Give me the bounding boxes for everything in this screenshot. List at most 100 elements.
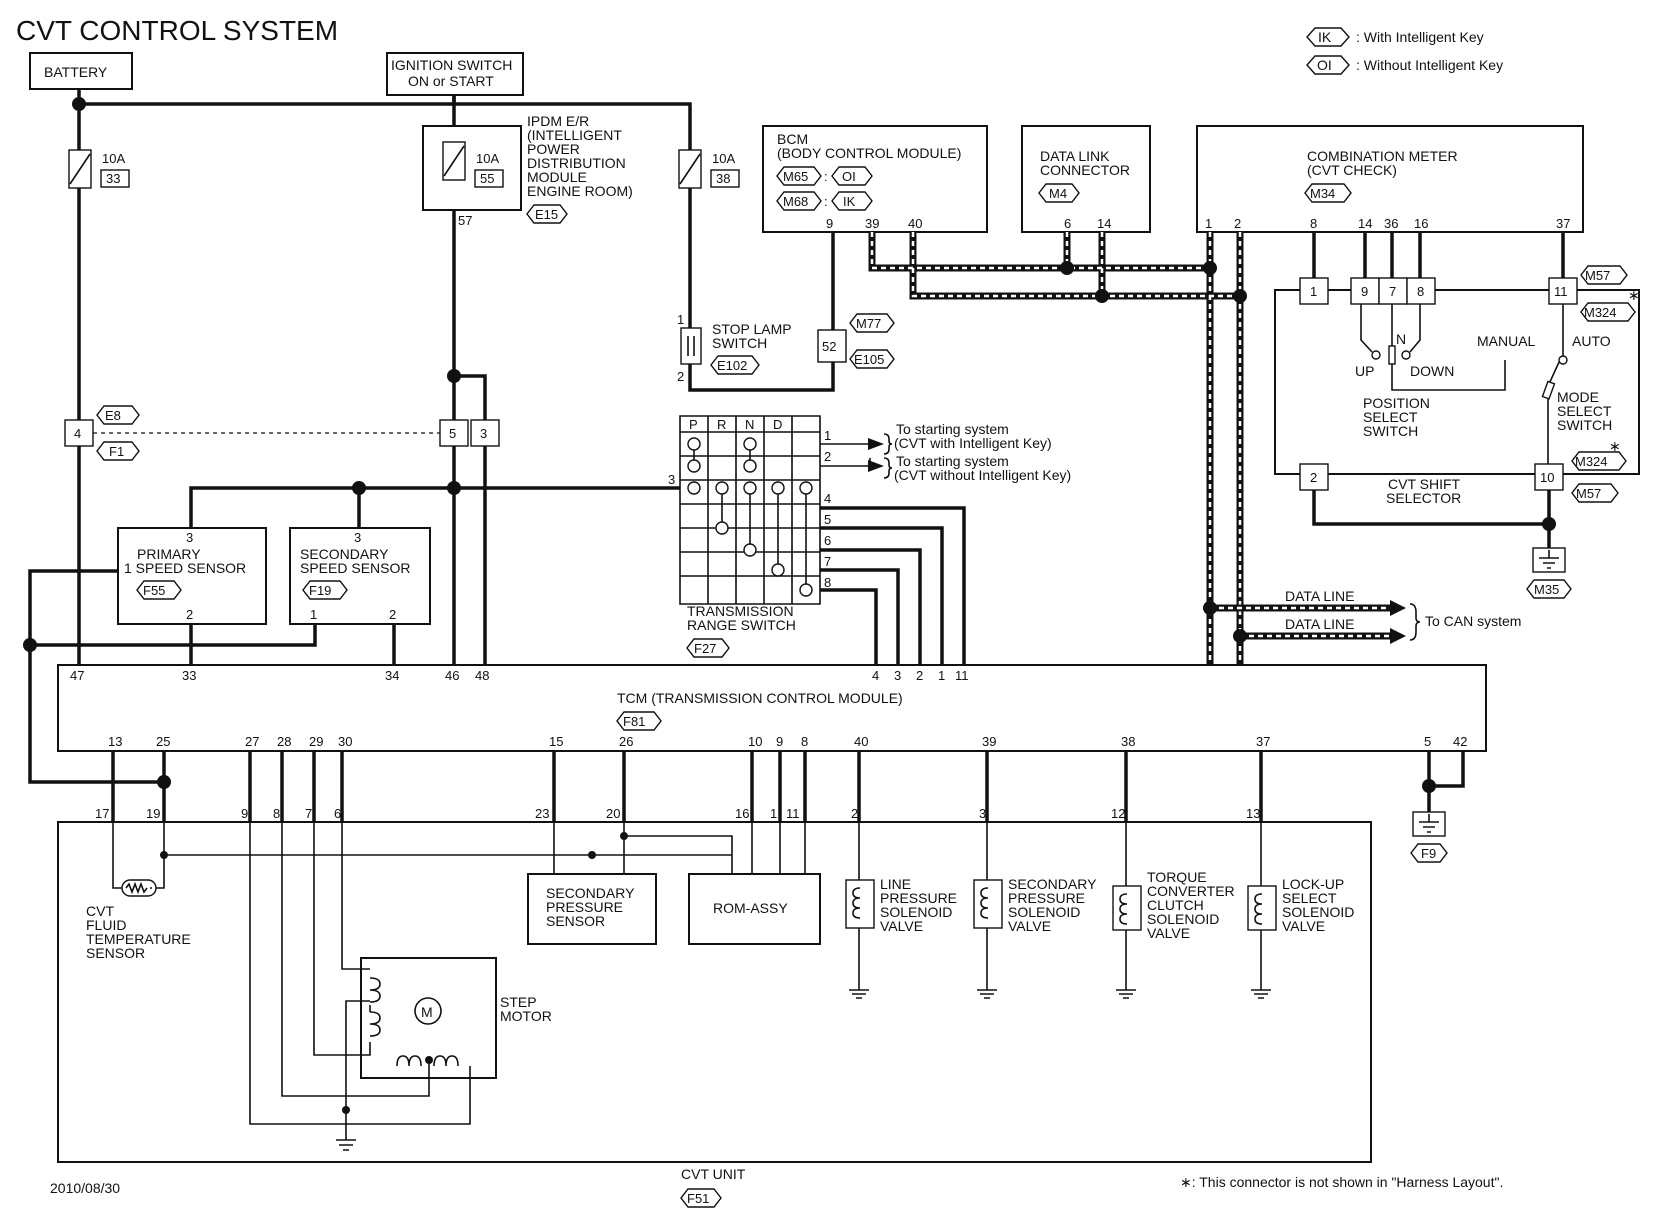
range-pin-1: 1 [824, 428, 831, 443]
bcm-pin-39: 39 [865, 216, 879, 231]
meter-pin-16: 16 [1414, 216, 1428, 231]
asterisk-1: ∗ [1628, 287, 1640, 303]
selector-pin-1: 1 [1310, 284, 1317, 299]
joint-conn-m77: M77 [856, 316, 881, 331]
primary-label-1: PRIMARY [137, 546, 201, 562]
tcm-pin-42: 42 [1453, 734, 1467, 749]
start-arrows [868, 438, 884, 472]
wire-primary-loop [28, 569, 164, 784]
lock-up-select-solenoid: LOCK-UP SELECT SOLENOID VALVE [1247, 822, 1354, 999]
tcm-cvt-wires [111, 751, 1263, 822]
tcm-pin-3: 3 [894, 668, 901, 683]
range-pin-2: 2 [824, 449, 831, 464]
cvt-pin-11: 11 [786, 806, 800, 821]
stop-lamp-pin-2: 2 [677, 369, 684, 384]
fluid-temp-label-1: CVT [86, 903, 114, 919]
secondary-speed-sensor: 3 SECONDARY SPEED SENSOR F19 1 2 [289, 527, 431, 625]
solenoid2-label-3: SOLENOID [1008, 904, 1080, 920]
selector-up: UP [1355, 363, 1374, 379]
step-motor-wires [249, 822, 471, 1140]
e8f1-pin-5: 5 [449, 426, 456, 441]
shift-selector-label-2: SELECTOR [1386, 490, 1461, 506]
sensor-power-wire [189, 486, 680, 528]
solenoid3-label-2: CONVERTER [1147, 883, 1235, 899]
e8f1-conn-f1: F1 [109, 444, 124, 459]
oi-legend-tag [1306, 55, 1350, 75]
range-in-pin-3: 3 [668, 472, 675, 487]
combination-meter: COMBINATION METER (CVT CHECK) M34 1 2 8 … [1196, 125, 1584, 233]
tcm: 47 33 34 46 48 4 3 2 1 11 TCM (TRANSMISS… [57, 664, 1487, 752]
cvt-unit-connector: F51 [687, 1191, 709, 1206]
data-line-label-1: DATA LINE [1285, 588, 1355, 604]
ignition-label-1: IGNITION SWITCH [391, 57, 512, 73]
can-bus: DATA LINE DATA LINE To CAN system [868, 232, 1521, 665]
cvt-pin-23: 23 [535, 806, 549, 821]
stop-lamp-label-2: SWITCH [712, 335, 767, 351]
ipdm-line-6: ENGINE ROOM) [527, 183, 633, 199]
primary-pin-3: 3 [186, 530, 193, 545]
ipdm-line-5: MODULE [527, 169, 587, 185]
footnote: ∗: This connector is not shown in "Harne… [1180, 1174, 1503, 1190]
asterisk-2: ∗ [1609, 438, 1621, 454]
secondary-pin-2: 2 [389, 607, 396, 622]
cvt-pin-3: 3 [979, 806, 986, 821]
ik-legend-code: IK [1318, 29, 1332, 45]
bcm-pin-9: 9 [826, 216, 833, 231]
tcm-pin-5: 5 [1424, 734, 1431, 749]
solenoid1-label-2: PRESSURE [880, 890, 957, 906]
range-to-tcm-wires [820, 506, 966, 665]
solenoid4-label-2: SELECT [1282, 890, 1337, 906]
tcm-ground-junction [1422, 779, 1436, 793]
cvt-pin-17: 17 [95, 806, 109, 821]
cvt-pin-6: 6 [334, 806, 341, 821]
position-switch-label-2: SELECT [1363, 409, 1418, 425]
sec-pressure-label-3: SENSOR [546, 913, 605, 929]
tcm-pin-25: 25 [156, 734, 170, 749]
cvt-pin-7: 7 [305, 806, 312, 821]
line-pressure-solenoid: LINE PRESSURE SOLENOID VALVE [845, 822, 957, 999]
step-motor-ground-junction [342, 1106, 350, 1114]
cvt-pin-9: 9 [241, 806, 248, 821]
diagram-date: 2010/08/30 [50, 1180, 120, 1196]
sensor-junction [352, 481, 366, 495]
meter-pin-37: 37 [1556, 216, 1570, 231]
primary-label-2: 1 SPEED SENSOR [124, 560, 246, 576]
stop-lamp-switch: 1 2 STOP LAMP SWITCH E102 [677, 312, 792, 384]
solenoid4-label-1: LOCK-UP [1282, 876, 1344, 892]
ipdm-pin-57: 57 [458, 213, 472, 228]
cvt-pin-2: 2 [851, 806, 858, 821]
mode-switch-label-3: SWITCH [1557, 417, 1612, 433]
cvt-unit: 17 19 9 8 7 6 23 20 16 1 11 2 3 12 13 CV… [57, 806, 1372, 1208]
bcm-conn-m65-tag: OI [842, 169, 856, 184]
ipdm-connector: E15 [535, 207, 558, 222]
bcm-colon-2: : [824, 194, 828, 209]
ignition-label-2: ON or START [408, 73, 494, 89]
range-label-1: TRANSMISSION [687, 603, 794, 619]
shield-junction [23, 638, 37, 652]
range-label-2: RANGE SWITCH [687, 617, 796, 633]
secondary-connector: F19 [309, 583, 331, 598]
start-note1-line1: To starting system [896, 421, 1009, 437]
start-braces [883, 433, 893, 479]
ignition-switch: IGNITION SWITCH ON or START [386, 52, 524, 96]
fluid-temp-label-3: TEMPERATURE [86, 931, 191, 947]
selector-conn-m324-bottom: M324 [1575, 454, 1608, 469]
solenoid1-label-4: VALVE [880, 918, 923, 934]
range-pin-7: 7 [824, 554, 831, 569]
tcm-pin-9: 9 [776, 734, 783, 749]
meter-label-2: (CVT CHECK) [1307, 162, 1397, 178]
bcm-label-2: (BODY CONTROL MODULE) [777, 145, 961, 161]
rom-assy-label: ROM-ASSY [713, 900, 788, 916]
fluid-temp-label-2: FLUID [86, 917, 126, 933]
bcm-label-1: BCM [777, 131, 808, 147]
position-switch-label-1: POSITION [1363, 395, 1430, 411]
tcm-pin-33: 33 [182, 668, 196, 683]
ground-f9: F9 [1410, 811, 1448, 863]
secondary-pin-3: 3 [354, 530, 361, 545]
sec-pressure-label-2: PRESSURE [546, 899, 623, 915]
e8f1-conn-e8: E8 [105, 408, 121, 423]
fluid-temp-label-4: SENSOR [86, 945, 145, 961]
data-line-label-2: DATA LINE [1285, 616, 1355, 632]
start-note2-line1: To starting system [896, 453, 1009, 469]
connector-e8-f1: 4 5 3 E8 F1 [64, 405, 500, 461]
